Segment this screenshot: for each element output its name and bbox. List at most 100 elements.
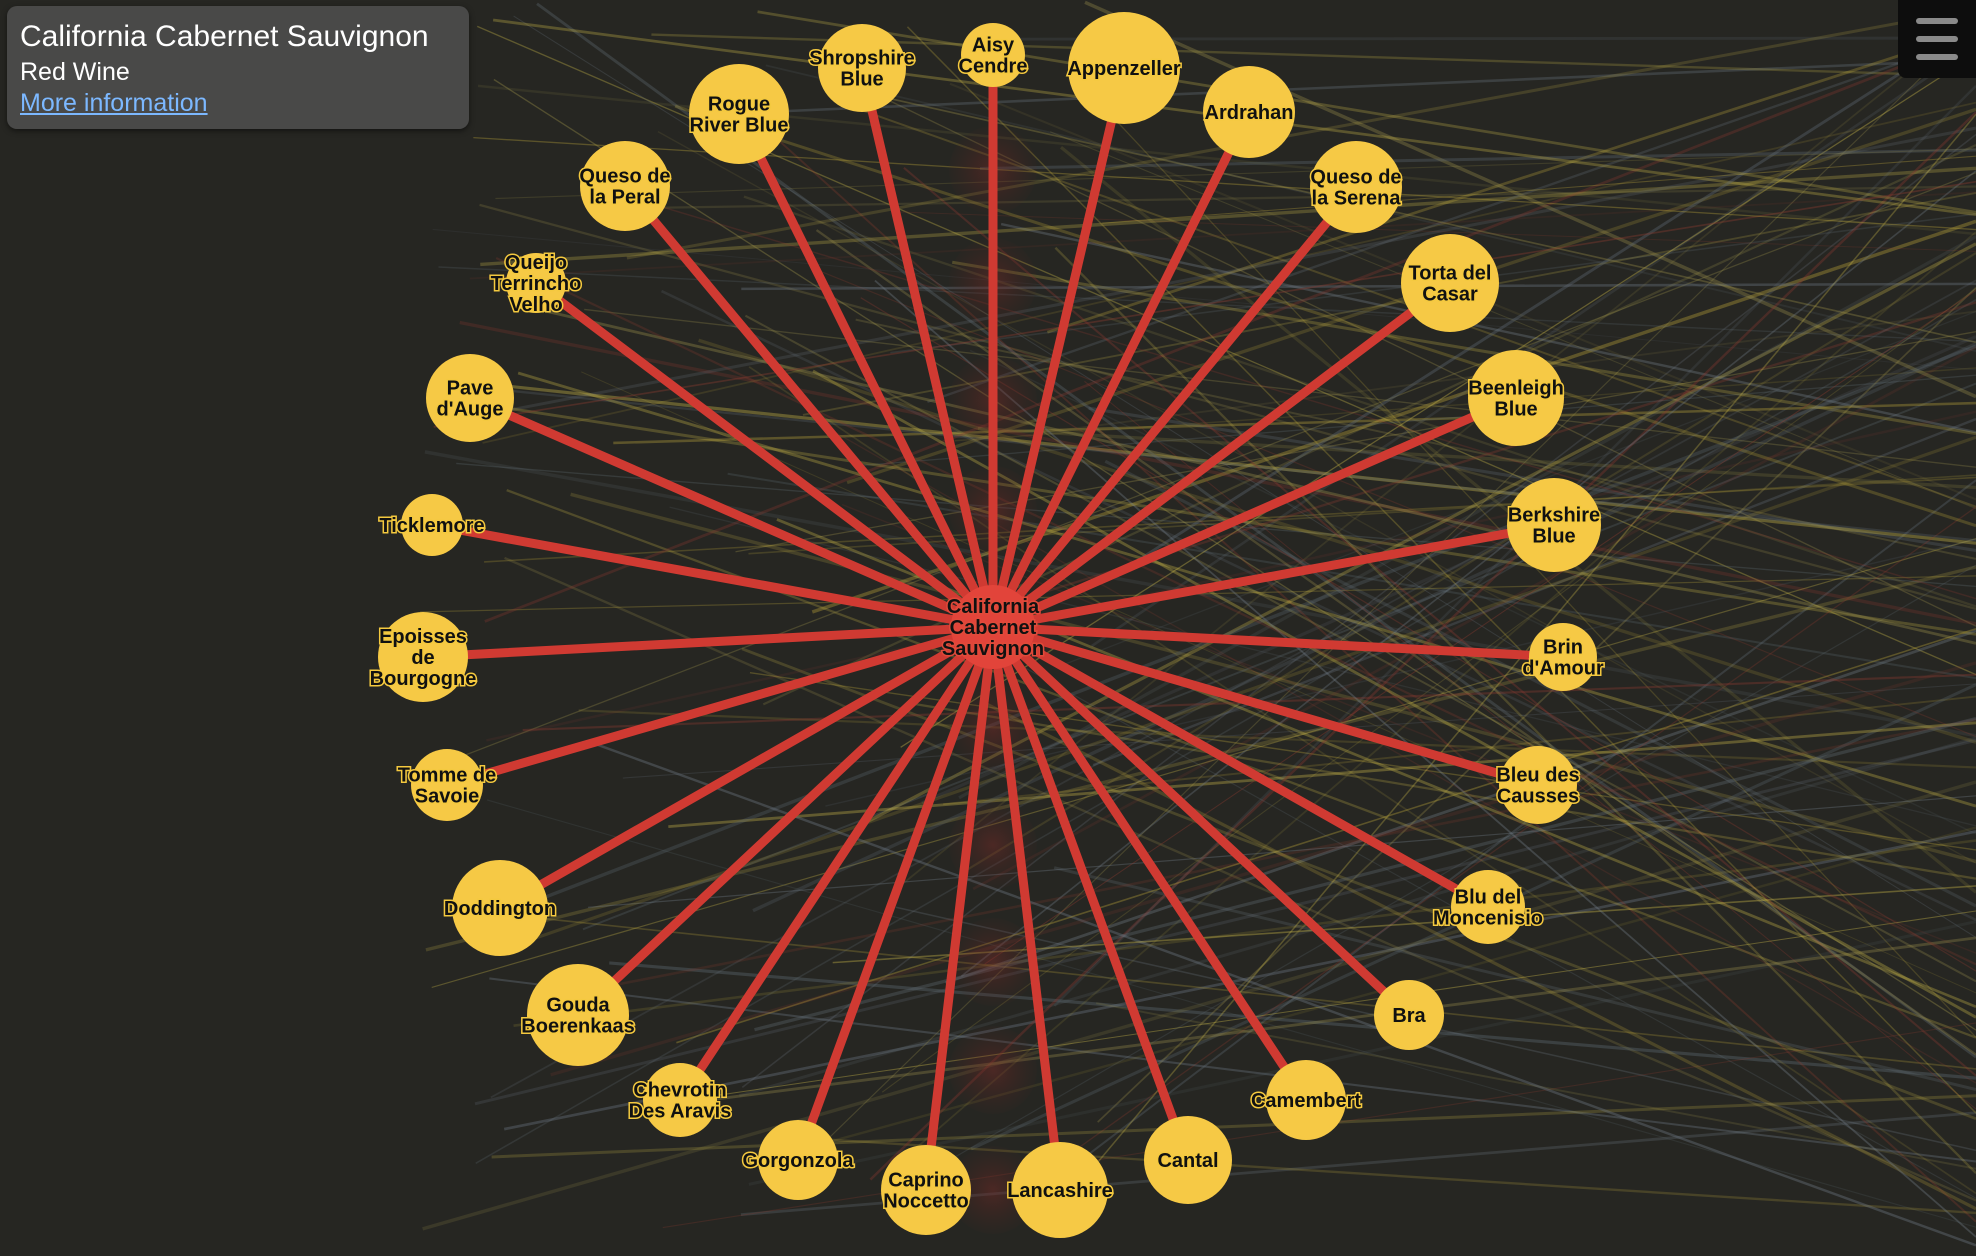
cheese-node[interactable]: Gorgonzola [741, 1120, 856, 1200]
background-edge [536, 2, 1976, 1059]
background-edge [986, 702, 1976, 1211]
cheese-node-label: Aisy [972, 35, 1015, 57]
background-edge [879, 95, 1976, 627]
background-edge [484, 35, 1976, 623]
background-edge [906, 26, 1976, 1114]
cheese-node[interactable]: Ticklemore [378, 494, 486, 556]
cheese-node-circle [961, 23, 1025, 87]
background-edge [832, 84, 1976, 344]
pairing-edge [988, 622, 1493, 912]
cheese-node-label: Causses [1497, 786, 1579, 808]
cheese-node-circle [1310, 141, 1402, 233]
background-edge [570, 492, 1976, 864]
cheese-node-circle [818, 24, 906, 112]
background-edge [969, 349, 1976, 835]
background-edge [865, 242, 1976, 824]
cheese-node-label: Blue [1494, 399, 1537, 421]
cheese-node-circle [401, 494, 463, 556]
cheese-node-circle [1499, 746, 1577, 824]
cheese-node[interactable]: Bra [1374, 980, 1444, 1050]
cheese-node-circle [452, 860, 548, 956]
pairing-edge [418, 622, 998, 662]
background-edge [676, 627, 1976, 1044]
cheese-node-circle [1266, 1060, 1346, 1140]
cheese-node-label: Velho [509, 294, 562, 316]
selected-wine-node-label: Sauvignon [942, 638, 1044, 660]
background-edge [1084, 380, 1976, 1110]
cheese-node-circle [1401, 234, 1499, 332]
background-edge [818, 269, 1976, 738]
background-edge [508, 914, 1976, 1070]
background-edge [735, 58, 1976, 115]
background-edge [1040, 479, 1976, 1192]
pairing-edge [573, 622, 998, 1020]
background-edge [481, 381, 1976, 545]
cheese-node-label: Berkshire [1508, 505, 1600, 527]
background-edge [578, 709, 1976, 769]
background-edge [752, 342, 1976, 913]
cheese-node-label: Terrincho [491, 273, 582, 295]
background-edge [668, 721, 1976, 829]
cheese-node-label: Ardrahan [1205, 102, 1294, 124]
cheese-node[interactable]: Doddington [442, 860, 558, 956]
background-edge [698, 338, 1976, 744]
background-edge [486, 410, 1976, 742]
cheese-node-label: d'Auge [437, 399, 504, 421]
more-information-link[interactable]: More information [20, 89, 208, 117]
cheese-node[interactable]: Lancashire [1006, 1142, 1114, 1238]
pairing-edge [988, 622, 1568, 662]
cheese-node[interactable]: Camembert [1249, 1060, 1363, 1140]
background-edge [910, 702, 1976, 880]
cheese-node-label: River Blue [690, 115, 789, 137]
cheese-node-label: Gouda [546, 995, 610, 1017]
cheese-node-circle [1203, 66, 1295, 158]
background-edge [596, 743, 1976, 1247]
pairing-edge [675, 622, 998, 1105]
cheese-node-circle [758, 1120, 838, 1200]
cheese-node[interactable]: Cantal [1144, 1116, 1232, 1204]
background-edge [972, 345, 1976, 891]
cheese-node-label: Lancashire [1007, 1180, 1113, 1202]
background-edge [944, 629, 1976, 985]
cheese-node-circle [1507, 478, 1601, 572]
cheese-node-circle [580, 141, 670, 231]
pairing-edge [988, 520, 1559, 632]
background-edge [513, 839, 1976, 1027]
background-edge [459, 320, 1976, 626]
background-edge [498, 126, 1976, 414]
cheese-node[interactable]: Appenzeller [1066, 12, 1182, 124]
background-edge [613, 401, 1976, 445]
background-edge [874, 279, 1976, 1238]
background-edge [965, 252, 1976, 872]
background-edge [584, 308, 1976, 468]
selected-wine-node-label: Cabernet [950, 617, 1037, 639]
background-edge [503, 389, 1976, 542]
background-edge [480, 166, 1976, 267]
pairing-edge [465, 393, 998, 632]
background-edge [487, 344, 1976, 921]
cheese-node[interactable]: Ardrahan [1203, 66, 1295, 158]
background-edge [594, 186, 1976, 600]
menu-button[interactable] [1898, 0, 1976, 78]
